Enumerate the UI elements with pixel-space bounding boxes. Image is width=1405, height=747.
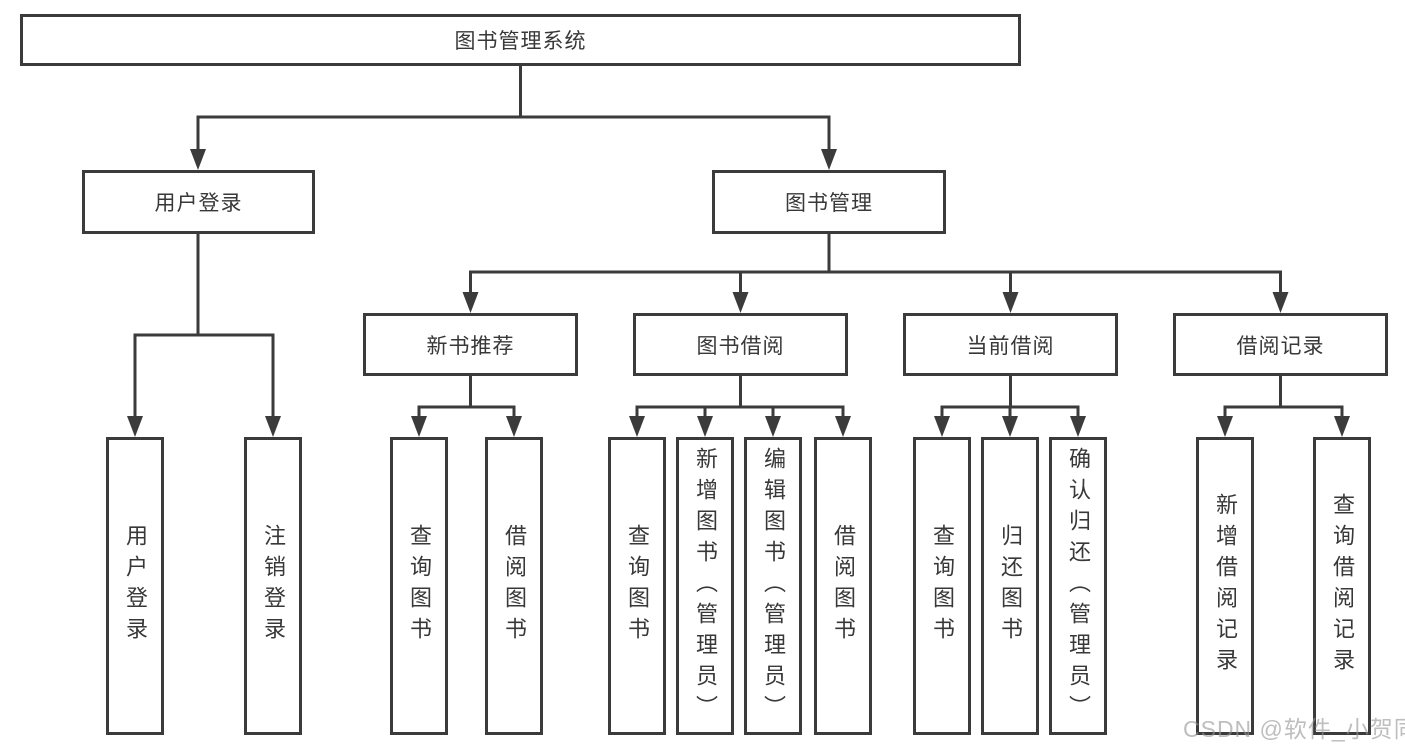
leaf-add-books-admin: 新增图书（管理员）	[676, 437, 734, 735]
node-label: 图书管理	[785, 192, 873, 215]
node-book-borrow: 图书借阅	[633, 313, 848, 376]
leaf-borrow-books-recommend: 借阅图书	[485, 437, 543, 735]
connector-book-borrow-to-leaves	[635, 374, 845, 422]
node-label: 用户登录	[154, 192, 243, 215]
node-label: 当前借阅	[966, 334, 1055, 358]
node-new-book-recommend: 新书推荐	[363, 313, 578, 376]
leaf-label: 新增借阅记录	[1213, 493, 1238, 679]
leaf-label: 查询图书	[625, 524, 650, 648]
arrowheads-current-borrow-leaves	[934, 416, 1086, 437]
leaf-query-books-recommend: 查询图书	[390, 437, 448, 735]
connector-book-mgmt-to-level3	[469, 232, 1282, 298]
node-current-borrow: 当前借阅	[903, 313, 1118, 376]
arrowheads-borrow-records-leaves	[1217, 416, 1350, 437]
leaf-query-borrow-record: 查询借阅记录	[1313, 437, 1371, 735]
arrowheads-user-login-leaves	[127, 416, 281, 437]
connector-root-to-level2	[196, 64, 831, 154]
leaf-label: 新增图书（管理员）	[693, 446, 718, 726]
node-book-management: 图书管理	[712, 170, 946, 234]
leaf-query-books-current: 查询图书	[913, 437, 971, 735]
leaf-user-login: 用户登录	[106, 437, 164, 735]
leaf-label: 确认归还（管理员）	[1066, 446, 1091, 726]
arrowheads-level2	[190, 149, 837, 170]
leaf-return-books: 归还图书	[981, 437, 1039, 735]
leaf-label: 查询图书	[407, 524, 432, 648]
leaf-label: 归还图书	[998, 524, 1023, 648]
leaf-add-borrow-record: 新增借阅记录	[1196, 437, 1254, 735]
leaf-label: 注销登录	[261, 524, 286, 648]
arrowheads-new-book-leaves	[411, 416, 522, 437]
csdn-watermark: CSDN @软件_小贺同学	[1183, 716, 1405, 742]
node-library-management-system: 图书管理系统	[20, 14, 1021, 66]
leaf-confirm-return-admin: 确认归还（管理员）	[1049, 437, 1107, 735]
leaf-label: 编辑图书（管理员）	[761, 446, 786, 726]
connector-current-borrow-to-leaves	[940, 374, 1080, 422]
node-label: 图书管理系统	[454, 30, 587, 53]
node-label: 新书推荐	[426, 334, 515, 358]
leaf-label: 用户登录	[123, 524, 148, 648]
leaf-logout: 注销登录	[244, 437, 302, 735]
leaf-label: 借阅图书	[831, 524, 856, 648]
node-user-login: 用户登录	[82, 170, 315, 234]
node-borrow-records: 借阅记录	[1173, 313, 1388, 376]
leaf-label: 查询图书	[930, 524, 955, 648]
leaf-label: 借阅图书	[502, 524, 527, 648]
node-label: 图书借阅	[696, 334, 785, 358]
connector-user-login-to-leaves	[133, 232, 275, 422]
leaf-borrow-books: 借阅图书	[814, 437, 872, 735]
connector-borrow-records-to-leaves	[1223, 374, 1344, 422]
leaf-label: 查询借阅记录	[1330, 493, 1355, 679]
node-label: 借阅记录	[1236, 334, 1325, 358]
arrowheads-level3	[462, 292, 1289, 313]
leaf-query-books-borrow: 查询图书	[608, 437, 666, 735]
leaf-edit-books-admin: 编辑图书（管理员）	[744, 437, 802, 735]
connector-new-book-to-leaves	[417, 374, 516, 422]
arrowheads-book-borrow-leaves	[629, 416, 851, 437]
